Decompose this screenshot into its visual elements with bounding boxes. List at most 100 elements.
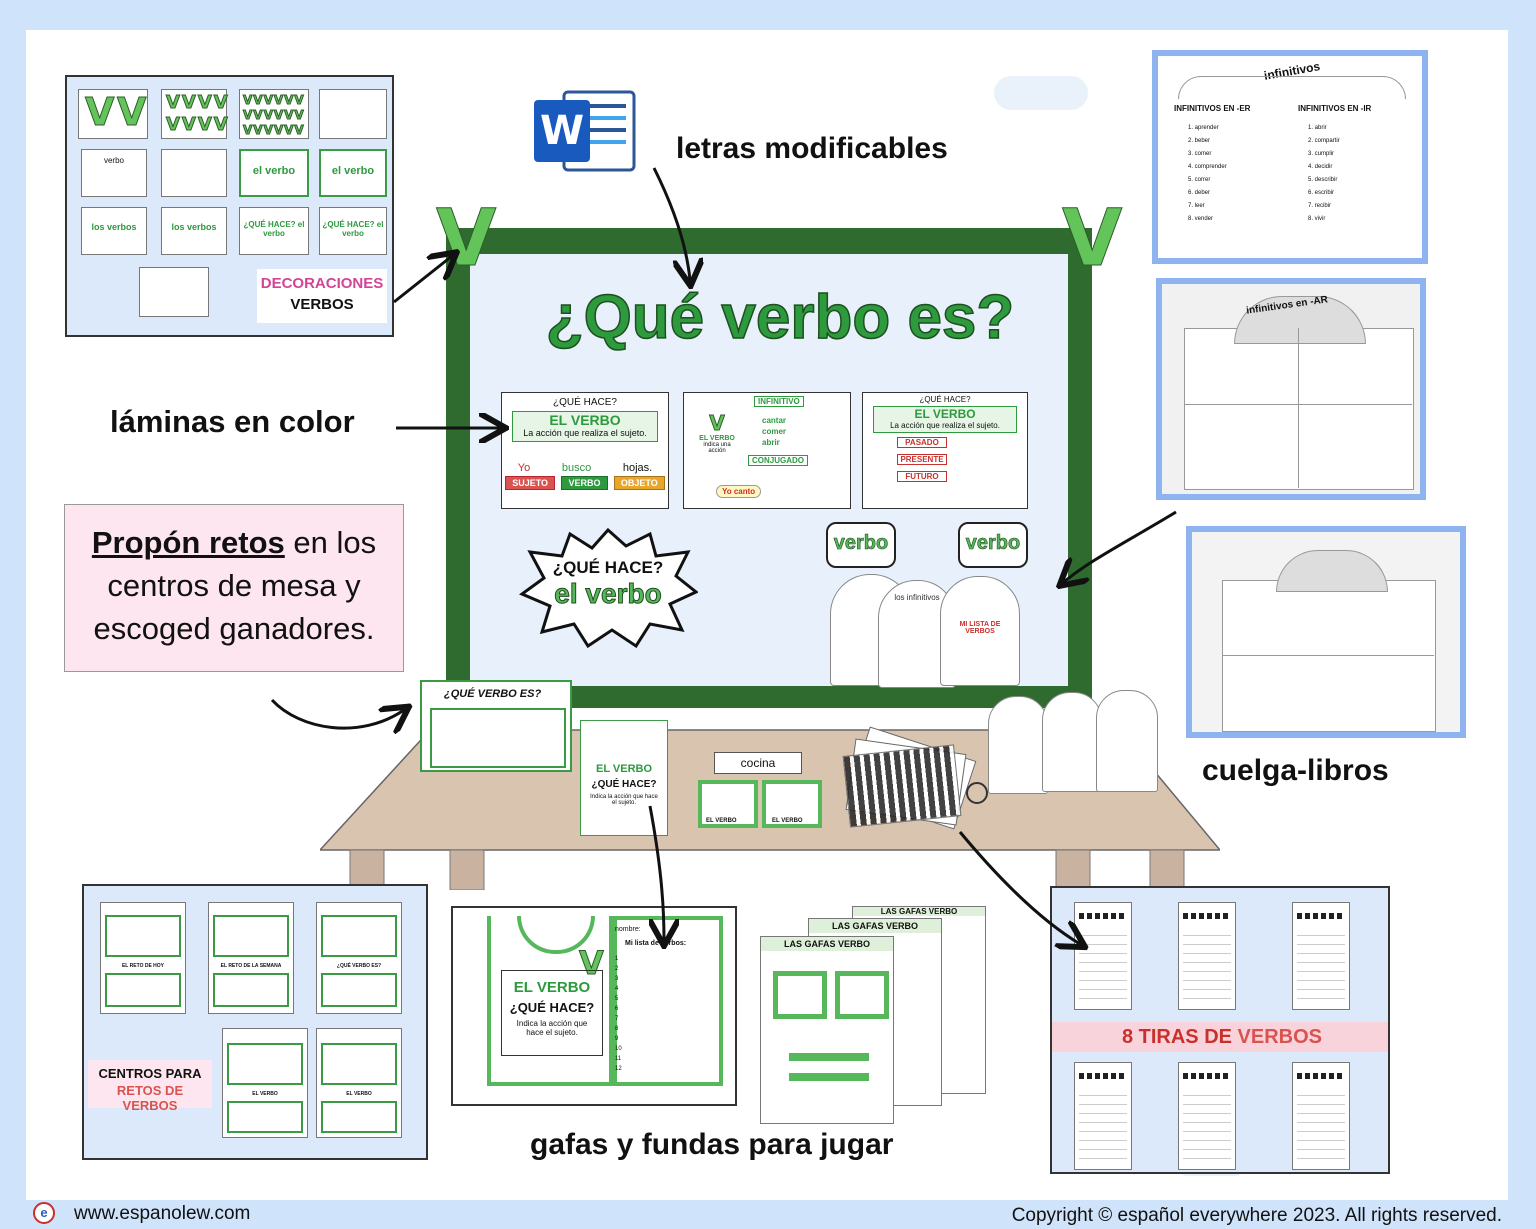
infinitive-item: 8. vivir [1308,216,1326,222]
infinitive-item: 6. deber [1188,190,1211,196]
infinitive-item: 1. aprender [1188,125,1219,131]
center-card: EL VERBO [222,1028,308,1138]
verb-glasses: cocina EL VERBO EL VERBO [698,752,822,828]
decoration-tile: verbo [81,149,147,197]
line-number: 8 [615,1026,619,1032]
verb-sleeve-sheet: V EL VERBO ¿QUÉ HACE? Indica la acción q… [451,906,737,1106]
infinitive-item: 6. escribir [1308,190,1335,196]
glasses-sheet-title: LAS GAFAS VERBO [809,919,941,933]
decoration-tile: ¿QUÉ HACE? el verbo [319,207,387,255]
glasses-sheet: LAS GAFAS VERBO [760,936,894,1124]
infinitive-item: 2. beber [1188,138,1211,144]
infinitive-verb: comer [762,427,787,436]
center-card: ¿QUÉ VERBO ES? [316,902,402,1014]
center-card: EL RETO DE HOY [100,902,186,1014]
verb-badge: verbo [826,522,896,568]
line-number: 1 [615,956,619,962]
challenge-card: ¿QUÉ VERBO ES? [420,680,572,772]
card-definition: La acción que realiza el sujeto. [890,421,1000,430]
what-does-it-do-burst: ¿QUÉ HACE? el verbo [518,528,698,648]
sleeve-large-heading: EL VERBO [513,979,591,996]
center-card-title: EL RETO DE LA SEMANA [220,963,282,969]
infinitives-col1-title: INFINITIVOS EN -ER [1174,104,1251,113]
sleeve-heading: EL VERBO [595,763,653,775]
board-corner-v-right: V [1061,194,1123,285]
website-link[interactable]: www.espanolew.com [74,1203,251,1224]
example-tags: SUJETO VERBO OBJETO [502,476,668,490]
tense-list: PASADO PRESENTE FUTURO [897,437,1027,482]
glasses-label-right: EL VERBO [772,818,803,824]
infinitives-col2-title: INFINITIVOS EN -IR [1298,104,1372,113]
infinitives-ar-booklet-photo: infinitivos en -AR [1156,278,1426,500]
infinitive-item: 4. decidir [1308,164,1333,170]
sleeve-name-label: nombre: [615,926,641,933]
decoration-tile: el verbo [239,149,309,197]
infinitives-ar-hanger-photo [1186,526,1466,738]
tense-future: FUTURO [897,471,947,482]
board-corner-v-left: V [435,194,497,285]
center-card-title: ¿QUÉ VERBO ES? [336,963,382,969]
card-heading: EL VERBO [914,407,976,421]
sleeve-question: ¿QUÉ HACE? [591,779,657,790]
infinitive-item: 2. compartir [1308,138,1340,144]
cloud-decoration [994,76,1088,110]
glasses-label-left: EL VERBO [706,818,737,824]
burst-line2: el verbo [554,578,662,610]
line-number: 3 [615,976,619,982]
glasses-sheet-title: LAS GAFAS VERBO [853,907,985,916]
infinitive-verb: abrir [762,438,780,447]
tense-present: PRESENTE [897,454,947,465]
infinitive-item: 7. recibir [1308,203,1332,209]
sleeve-text: Indica la acción que hace el sujeto. [590,794,658,806]
verb-strip [1292,1062,1350,1170]
conjugated-label: CONJUGADO [748,455,809,466]
infinitive-item: 1. abrir [1308,125,1327,131]
centers-label-line1: CENTROS PARA [98,1066,202,1081]
infinitives-er-list: 1. aprender 2. beber 3. comer 4. compren… [1188,122,1227,226]
infinitive-verb: cantar [762,416,787,425]
card-question: ¿QUÉ HACE? [553,397,617,408]
line-number: 6 [615,1006,619,1012]
copyright-text: Copyright © español everywhere 2023. All… [1011,1205,1502,1226]
verb-label-box: V EL VERBO indica una acción [699,411,735,455]
card-heading: EL VERBO [549,412,621,428]
glasses-sheet-title: LAS GAFAS VERBO [761,937,893,951]
tense-past: PASADO [897,437,947,448]
sleeve-large-text: Indica la acción que hace el sujeto. [516,1019,588,1037]
verb-strip [1074,1062,1132,1170]
line-number: 7 [615,1016,619,1022]
center-card-title: EL RETO DE HOY [121,963,165,969]
infinitive-booklet: MI LISTA DE VERBOS [940,576,1020,686]
hanger-label: cuelga-libros [1202,754,1389,787]
svg-text:W: W [540,108,584,154]
booklet-caption: los infinitivos [894,593,940,602]
infinitive-item: 4. comprender [1188,164,1227,170]
line-number: 9 [615,1036,619,1042]
centers-label: CENTROS PARA RETOS DE VERBOS [88,1060,212,1113]
decoration-tile: el verbo [319,149,387,197]
center-card-title: EL VERBO [346,1091,372,1097]
challenge-bold: Propón retos [91,525,285,560]
glasses-word: cocina [714,752,802,774]
verb-tenses-sheet: ¿QUÉ HACE? EL VERBO La acción que realiz… [862,392,1028,509]
hanging-booklets [988,690,1160,794]
center-card: EL VERBO [316,1028,402,1138]
board-title: ¿Qué verbo es? [545,282,1015,353]
sleeve-line-numbers: 1 2 3 4 5 6 7 8 9 10 11 12 [615,954,622,1074]
line-number: 12 [615,1066,622,1072]
infinitives-er-ir-preview: infinitivos INFINITIVOS EN -ER INFINITIV… [1152,50,1428,264]
decoration-tile: los verbos [161,207,227,255]
decoration-tile [139,267,209,317]
decorations-label-line2: VERBOS [290,296,354,313]
burst-line1: ¿QUÉ HACE? [552,558,664,577]
decorations-label-line1: DECORACIONES [260,275,384,292]
challenge-box: Propón retos en los centros de mesa y es… [64,504,404,672]
infinitives-ir-list: 1. abrir 2. compartir 3. cumplir 4. deci… [1308,122,1340,226]
editable-fonts-label: letras modificables [676,132,948,165]
verb-label-text: EL VERBO [699,435,735,442]
decorations-label: DECORACIONES VERBOS [257,269,387,323]
card-definition-box: EL VERBO La acción que realiza el sujeto… [512,411,658,442]
center-card: EL RETO DE LA SEMANA [208,902,294,1014]
verb-strips-banner-part1: 8 TIRAS DE [1121,1026,1238,1048]
